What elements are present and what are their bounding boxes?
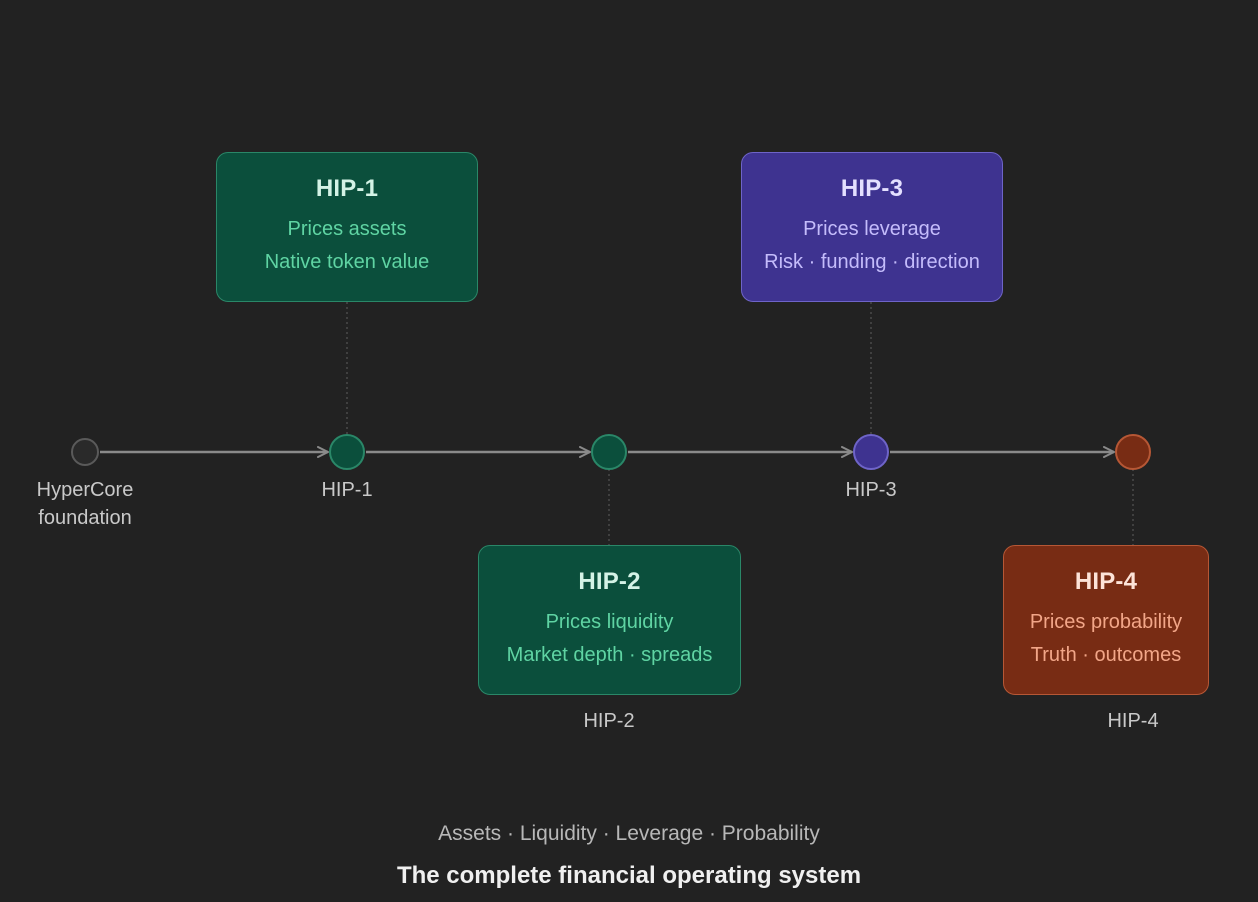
node-label-hypercore-line2: foundation [38,507,132,529]
node-dot-hip3 [853,434,889,470]
node-label-hip1: HIP-1 [321,479,373,501]
node-label-hip2: HIP-2 [583,710,635,732]
node-label-hypercore-line1: HyperCore [36,479,134,501]
hip4-card-line1: Prices probability [1029,611,1183,633]
node-dot-hip1 [329,434,365,470]
node-dot-hypercore [71,438,99,466]
node-dot-hip2 [591,434,627,470]
node-dot-hip4 [1115,434,1151,470]
hip1-card: HIP-1 Prices assets Native token value [216,152,478,302]
hip4-card-title: HIP-4 [1074,568,1138,595]
node-label-hypercore: HyperCore foundation [10,476,160,532]
hip4-card: HIP-4 Prices probability Truth · outcome… [1003,545,1209,695]
node-label-hip4: HIP-4 [1107,710,1159,732]
hip4-card-line2: Truth · outcomes [1030,644,1182,666]
footer-subtitle: Assets · Liquidity · Leverage · Probabil… [438,822,820,845]
hip3-card-title: HIP-3 [840,175,904,202]
hip3-card: HIP-3 Prices leverage Risk · funding · d… [741,152,1003,302]
hip3-card-line1: Prices leverage [803,218,941,240]
hip3-card-line2: Risk · funding · direction [764,251,980,273]
hip1-card-line2: Native token value [264,251,430,273]
hip1-card-title: HIP-1 [315,175,379,202]
hip2-card: HIP-2 Prices liquidity Market depth · sp… [478,545,741,695]
hip2-card-line1: Prices liquidity [545,611,674,633]
hip1-card-line1: Prices assets [287,218,407,240]
hip2-card-title: HIP-2 [578,568,641,595]
node-label-hip3: HIP-3 [845,479,897,501]
footer-title: The complete financial operating system [396,862,862,889]
hip2-card-line2: Market depth · spreads [506,644,713,666]
